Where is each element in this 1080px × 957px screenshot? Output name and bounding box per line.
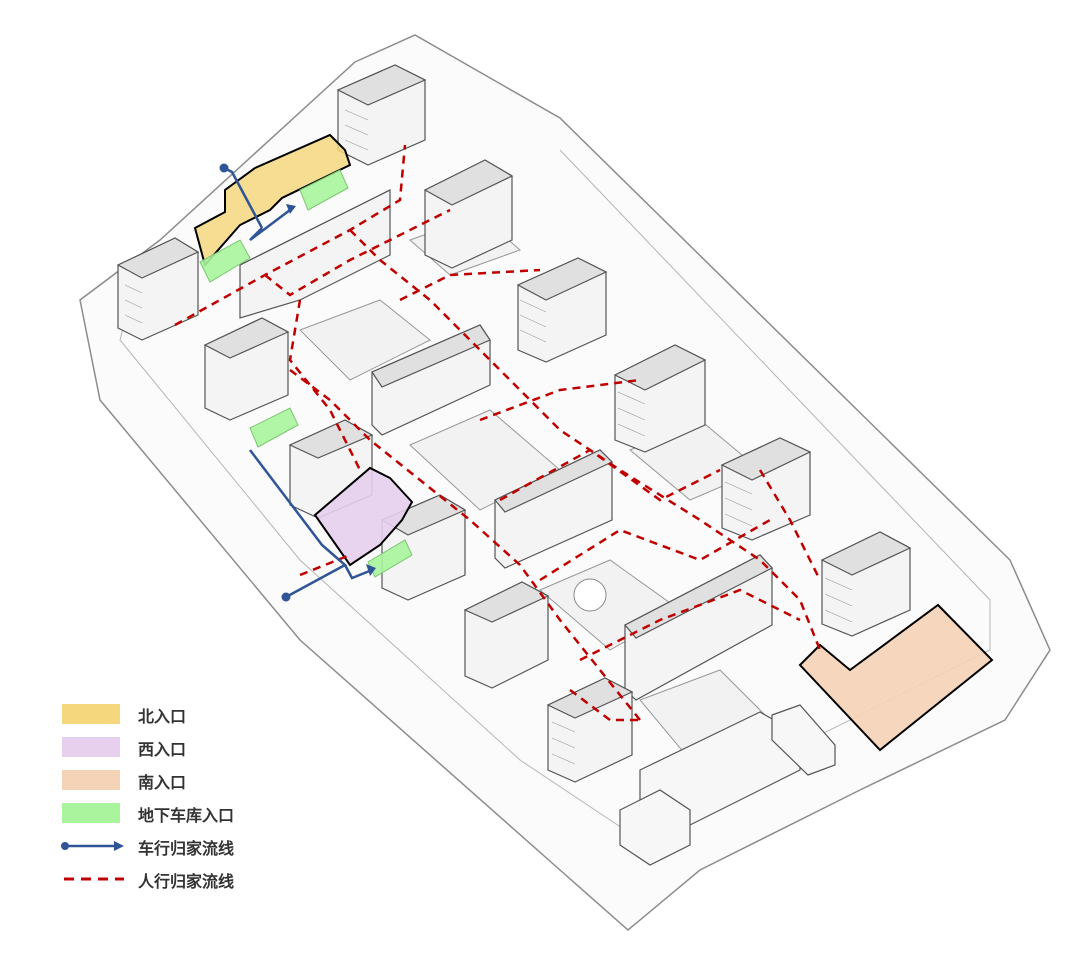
facade-lines bbox=[124, 109, 853, 765]
car-routes bbox=[223, 166, 373, 599]
legend-label: 西入口 bbox=[138, 740, 187, 759]
legend-south-entrance: 南入口 bbox=[60, 766, 320, 799]
pedestrian-route-dash-icon bbox=[64, 877, 124, 881]
west-entrance-swatch bbox=[62, 737, 120, 757]
legend-pedestrian-route: 人行归家流线 bbox=[60, 865, 320, 898]
legend: 北入口 西入口 南入口 地下车库入口 车行归家流线 人行归家流线 bbox=[60, 700, 320, 898]
car-route-arrow-icon bbox=[61, 841, 124, 851]
garage-entrances bbox=[199, 169, 413, 578]
north-entrance-zone bbox=[193, 133, 352, 268]
legend-label: 北入口 bbox=[138, 707, 187, 726]
legend-west-entrance: 西入口 bbox=[60, 733, 320, 766]
legend-label: 人行归家流线 bbox=[138, 872, 235, 891]
west-entrance-zone bbox=[313, 466, 414, 567]
legend-label: 地下车库入口 bbox=[138, 806, 235, 825]
pedestrian-routes bbox=[174, 144, 822, 722]
north-entrance-swatch bbox=[62, 704, 120, 724]
car-route-markers bbox=[219, 163, 376, 602]
garage-entrance-swatch bbox=[62, 803, 120, 823]
south-entrance-zone bbox=[798, 603, 994, 752]
legend-car-route: 车行归家流线 bbox=[60, 832, 320, 865]
legend-label: 车行归家流线 bbox=[138, 839, 235, 858]
south-entrance-swatch bbox=[62, 770, 120, 790]
legend-garage-entrance: 地下车库入口 bbox=[60, 799, 320, 832]
plaza-circle bbox=[573, 578, 607, 612]
legend-label: 南入口 bbox=[138, 773, 187, 792]
legend-north-entrance: 北入口 bbox=[60, 700, 320, 733]
